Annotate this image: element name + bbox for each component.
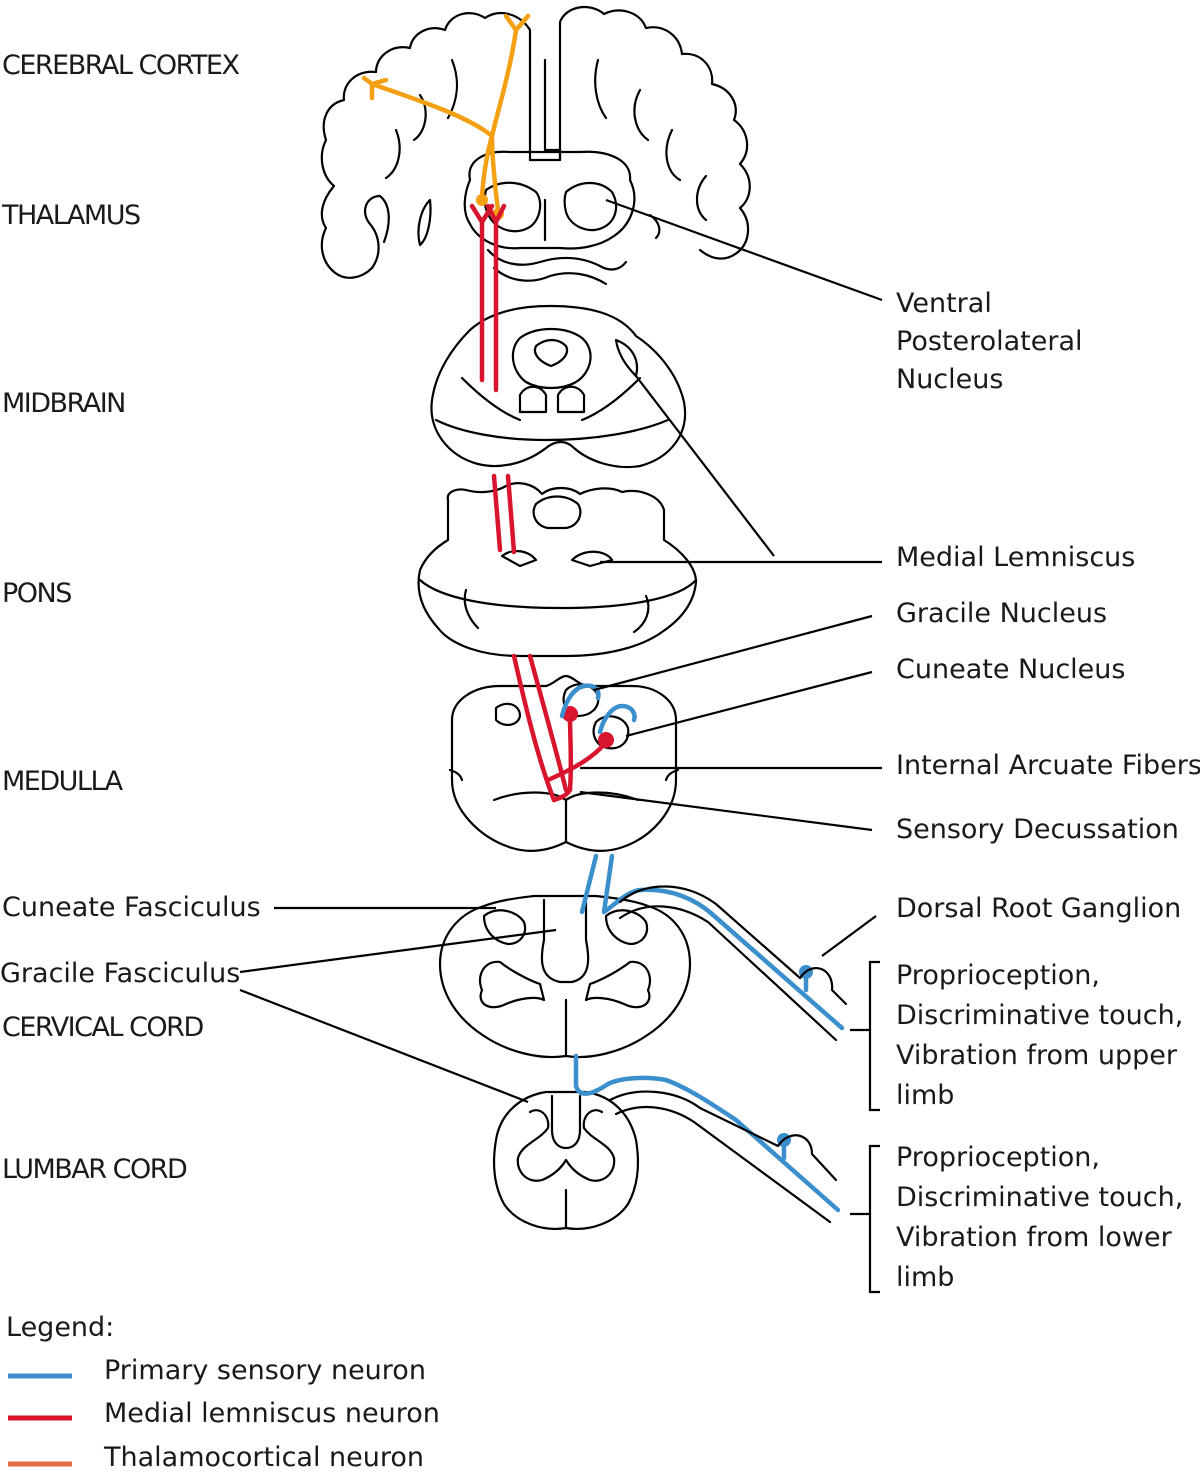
label-dorsal-root-ganglion: Dorsal Root Ganglion [896,893,1182,924]
label-internal-arcuate: Internal Arcuate Fibers [896,750,1200,781]
legend-item-medial-lemniscus: Medial lemniscus neuron [104,1398,440,1429]
lumbar-cord-section [492,1090,640,1230]
cervical-cord-section [438,894,692,1059]
leader-lines [239,198,883,1294]
label-thalamus: THALAMUS [2,200,141,231]
legend-swatches [8,1373,72,1467]
label-vpl-line2: Posterolateral [896,326,1083,357]
label-gracile-nucleus: Gracile Nucleus [896,598,1108,629]
label-vpl-line3: Nucleus [896,364,1004,395]
legend-item-primary-sensory: Primary sensory neuron [104,1355,426,1386]
pons-section [417,482,698,658]
primary-sensory-neuron [559,683,845,1213]
medulla-section [448,674,680,852]
label-medulla: MEDULLA [2,766,123,797]
label-upper-limb-modalities: Proprioception, Discriminative touch, Vi… [896,960,1184,1111]
label-cuneate-fasciculus: Cuneate Fasciculus [2,892,261,923]
label-medial-lemniscus: Medial Lemniscus [896,542,1136,573]
label-vpl-line1: Ventral [896,288,992,319]
thalamocortical-soma [476,194,488,206]
label-cerebral-cortex: CEREBRAL CORTEX [2,50,240,81]
label-sensory-decussation: Sensory Decussation [896,814,1179,845]
label-cervical-cord: CERVICAL CORD [2,1012,204,1043]
thalamocortical-neuron [361,13,531,220]
cerebral-cortex-section [320,5,751,286]
legend-title: Legend: [6,1312,115,1343]
dorsal-root-outlines [608,885,848,1224]
label-pons: PONS [2,578,72,609]
label-midbrain: MIDBRAIN [2,388,126,419]
label-lumbar-cord: LUMBAR CORD [2,1154,188,1185]
label-cuneate-nucleus: Cuneate Nucleus [896,654,1126,685]
label-gracile-fasciculus: Gracile Fasciculus [0,958,241,989]
legend-item-thalamocortical: Thalamocortical neuron [104,1442,425,1473]
midbrain-section [430,304,687,469]
cuneate-soma [598,732,614,748]
label-lower-limb-modalities: Proprioception, Discriminative touch, Vi… [896,1142,1184,1293]
